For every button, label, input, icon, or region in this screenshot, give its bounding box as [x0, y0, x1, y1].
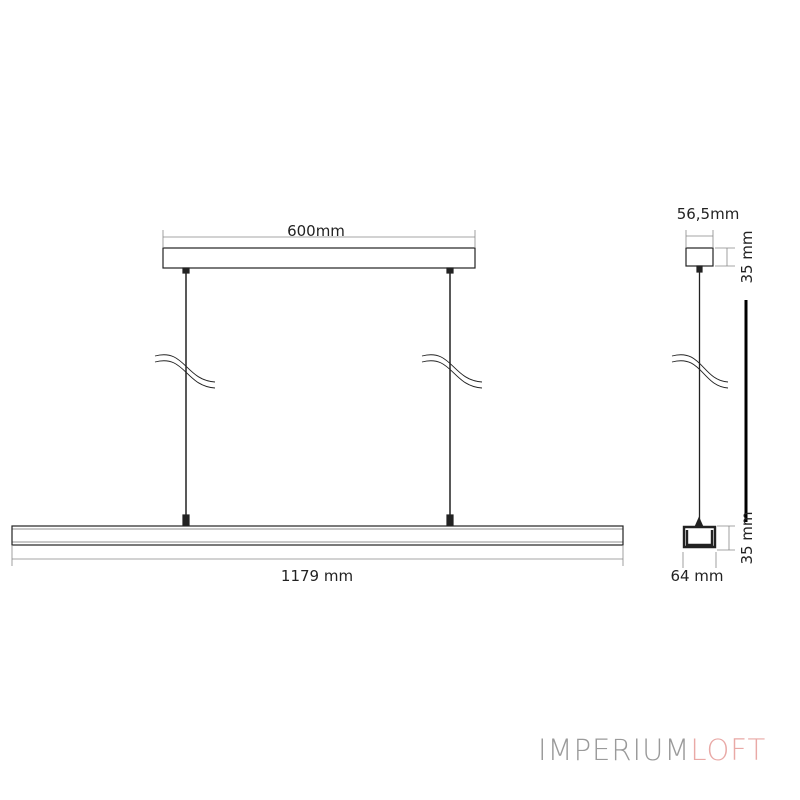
canopy-width-label: 600mm — [287, 222, 345, 240]
brand-logo: IMPERIUMLOFT — [538, 733, 767, 767]
bar-length-label: 1179 mm — [281, 567, 353, 585]
side-dimension-lines — [682, 230, 735, 568]
profile-section — [682, 525, 717, 549]
canopy-side-width-label: 56,5mm — [677, 205, 740, 223]
canopy-front — [162, 247, 476, 269]
profile-height-label: 35 mm — [738, 511, 756, 564]
canopy-height-label: 35 mm — [738, 230, 756, 283]
profile-width-label: 64 mm — [670, 567, 723, 585]
canopy-side — [685, 247, 714, 267]
light-bar-front — [11, 525, 624, 546]
break-mark — [154, 354, 729, 389]
bar-dimension-line — [11, 545, 624, 566]
canopy-dimension-line — [162, 230, 476, 248]
